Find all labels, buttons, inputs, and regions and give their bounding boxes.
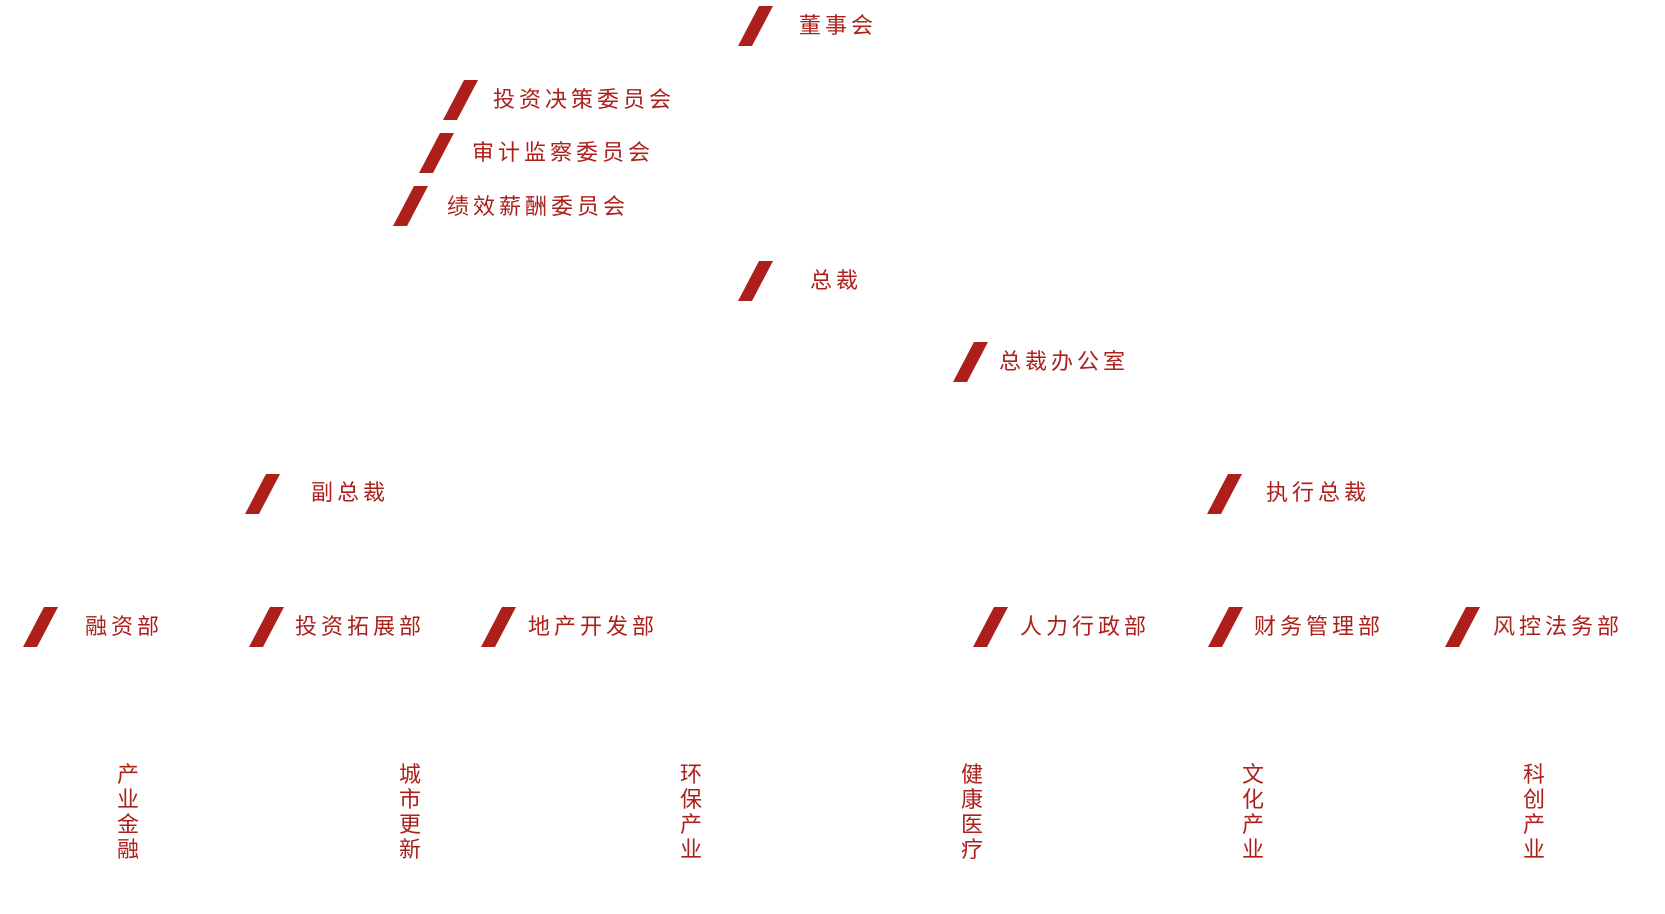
slash-marker-icon bbox=[738, 261, 773, 301]
slash-marker-icon bbox=[738, 6, 773, 46]
node-vice-president: 副总裁 bbox=[311, 481, 390, 506]
slash-marker-icon bbox=[419, 133, 454, 173]
slash-marker-icon bbox=[1208, 607, 1243, 647]
department-label: 财务管理部 bbox=[1254, 615, 1385, 640]
slash-marker-icon bbox=[1445, 607, 1480, 647]
slash-marker-icon bbox=[973, 607, 1008, 647]
slash-marker-icon bbox=[249, 607, 284, 647]
node-executive-president: 执行总裁 bbox=[1266, 481, 1371, 506]
node-compensation-committee: 绩效薪酬委员会 bbox=[447, 195, 630, 220]
slash-marker-icon bbox=[953, 342, 988, 382]
department-label: 风控法务部 bbox=[1493, 615, 1624, 640]
industry-label: 城市更新 bbox=[398, 763, 421, 863]
department-label: 融资部 bbox=[85, 615, 164, 640]
slash-marker-icon bbox=[245, 474, 280, 514]
slash-marker-icon bbox=[23, 607, 58, 647]
department-label: 地产开发部 bbox=[528, 615, 659, 640]
node-president: 总裁 bbox=[810, 269, 863, 294]
industry-label: 科创产业 bbox=[1522, 763, 1545, 863]
node-investment-committee: 投资决策委员会 bbox=[493, 88, 676, 113]
industry-label: 环保产业 bbox=[679, 763, 702, 863]
node-board: 董事会 bbox=[799, 14, 878, 39]
slash-marker-icon bbox=[1207, 474, 1242, 514]
department-label: 人力行政部 bbox=[1020, 615, 1151, 640]
industry-label: 文化产业 bbox=[1241, 763, 1264, 863]
slash-marker-icon bbox=[443, 80, 478, 120]
slash-marker-icon bbox=[481, 607, 516, 647]
slash-marker-icon bbox=[393, 186, 428, 226]
department-label: 投资拓展部 bbox=[295, 615, 426, 640]
node-audit-committee: 审计监察委员会 bbox=[472, 141, 655, 166]
industry-label: 健康医疗 bbox=[960, 763, 983, 863]
industry-label: 产业金融 bbox=[116, 763, 139, 863]
node-president-office: 总裁办公室 bbox=[999, 350, 1130, 375]
